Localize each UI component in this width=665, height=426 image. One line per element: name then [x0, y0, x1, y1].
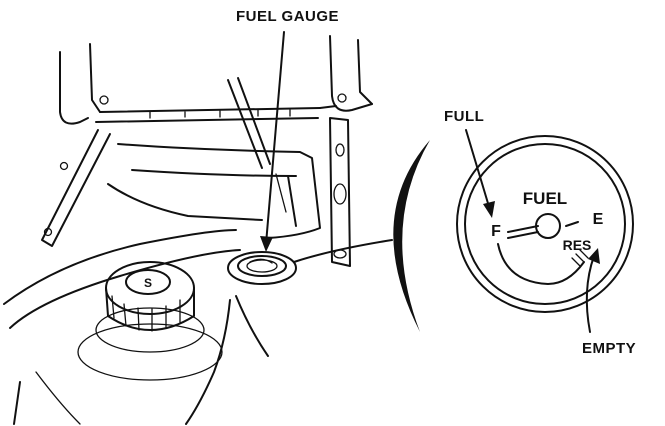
dial-title: FUEL: [523, 189, 567, 208]
fuel-gauge-label: FUEL GAUGE: [236, 8, 340, 25]
dial-empty-mark: E: [593, 211, 604, 228]
gauge-needle: [507, 225, 539, 239]
full-label: FULL: [444, 108, 485, 125]
dial-full-mark: F: [491, 223, 501, 240]
magnify-leader-line: [293, 239, 393, 263]
full-arrow: [465, 129, 495, 218]
fuel-gauge-dial: FUEL F E RES: [456, 135, 634, 313]
fuel-cap-marking: S: [144, 276, 152, 290]
empty-label: EMPTY: [582, 340, 637, 357]
needle-hub: [535, 213, 561, 239]
tank-gauge-housing: [227, 251, 297, 285]
fuel-gauge-arrow: [260, 31, 285, 252]
dial-reserve-mark: RES: [563, 237, 592, 253]
reserve-zone: [571, 249, 589, 267]
magnify-bracket: [393, 140, 430, 332]
fuel-tank-illustration: S: [3, 35, 373, 425]
